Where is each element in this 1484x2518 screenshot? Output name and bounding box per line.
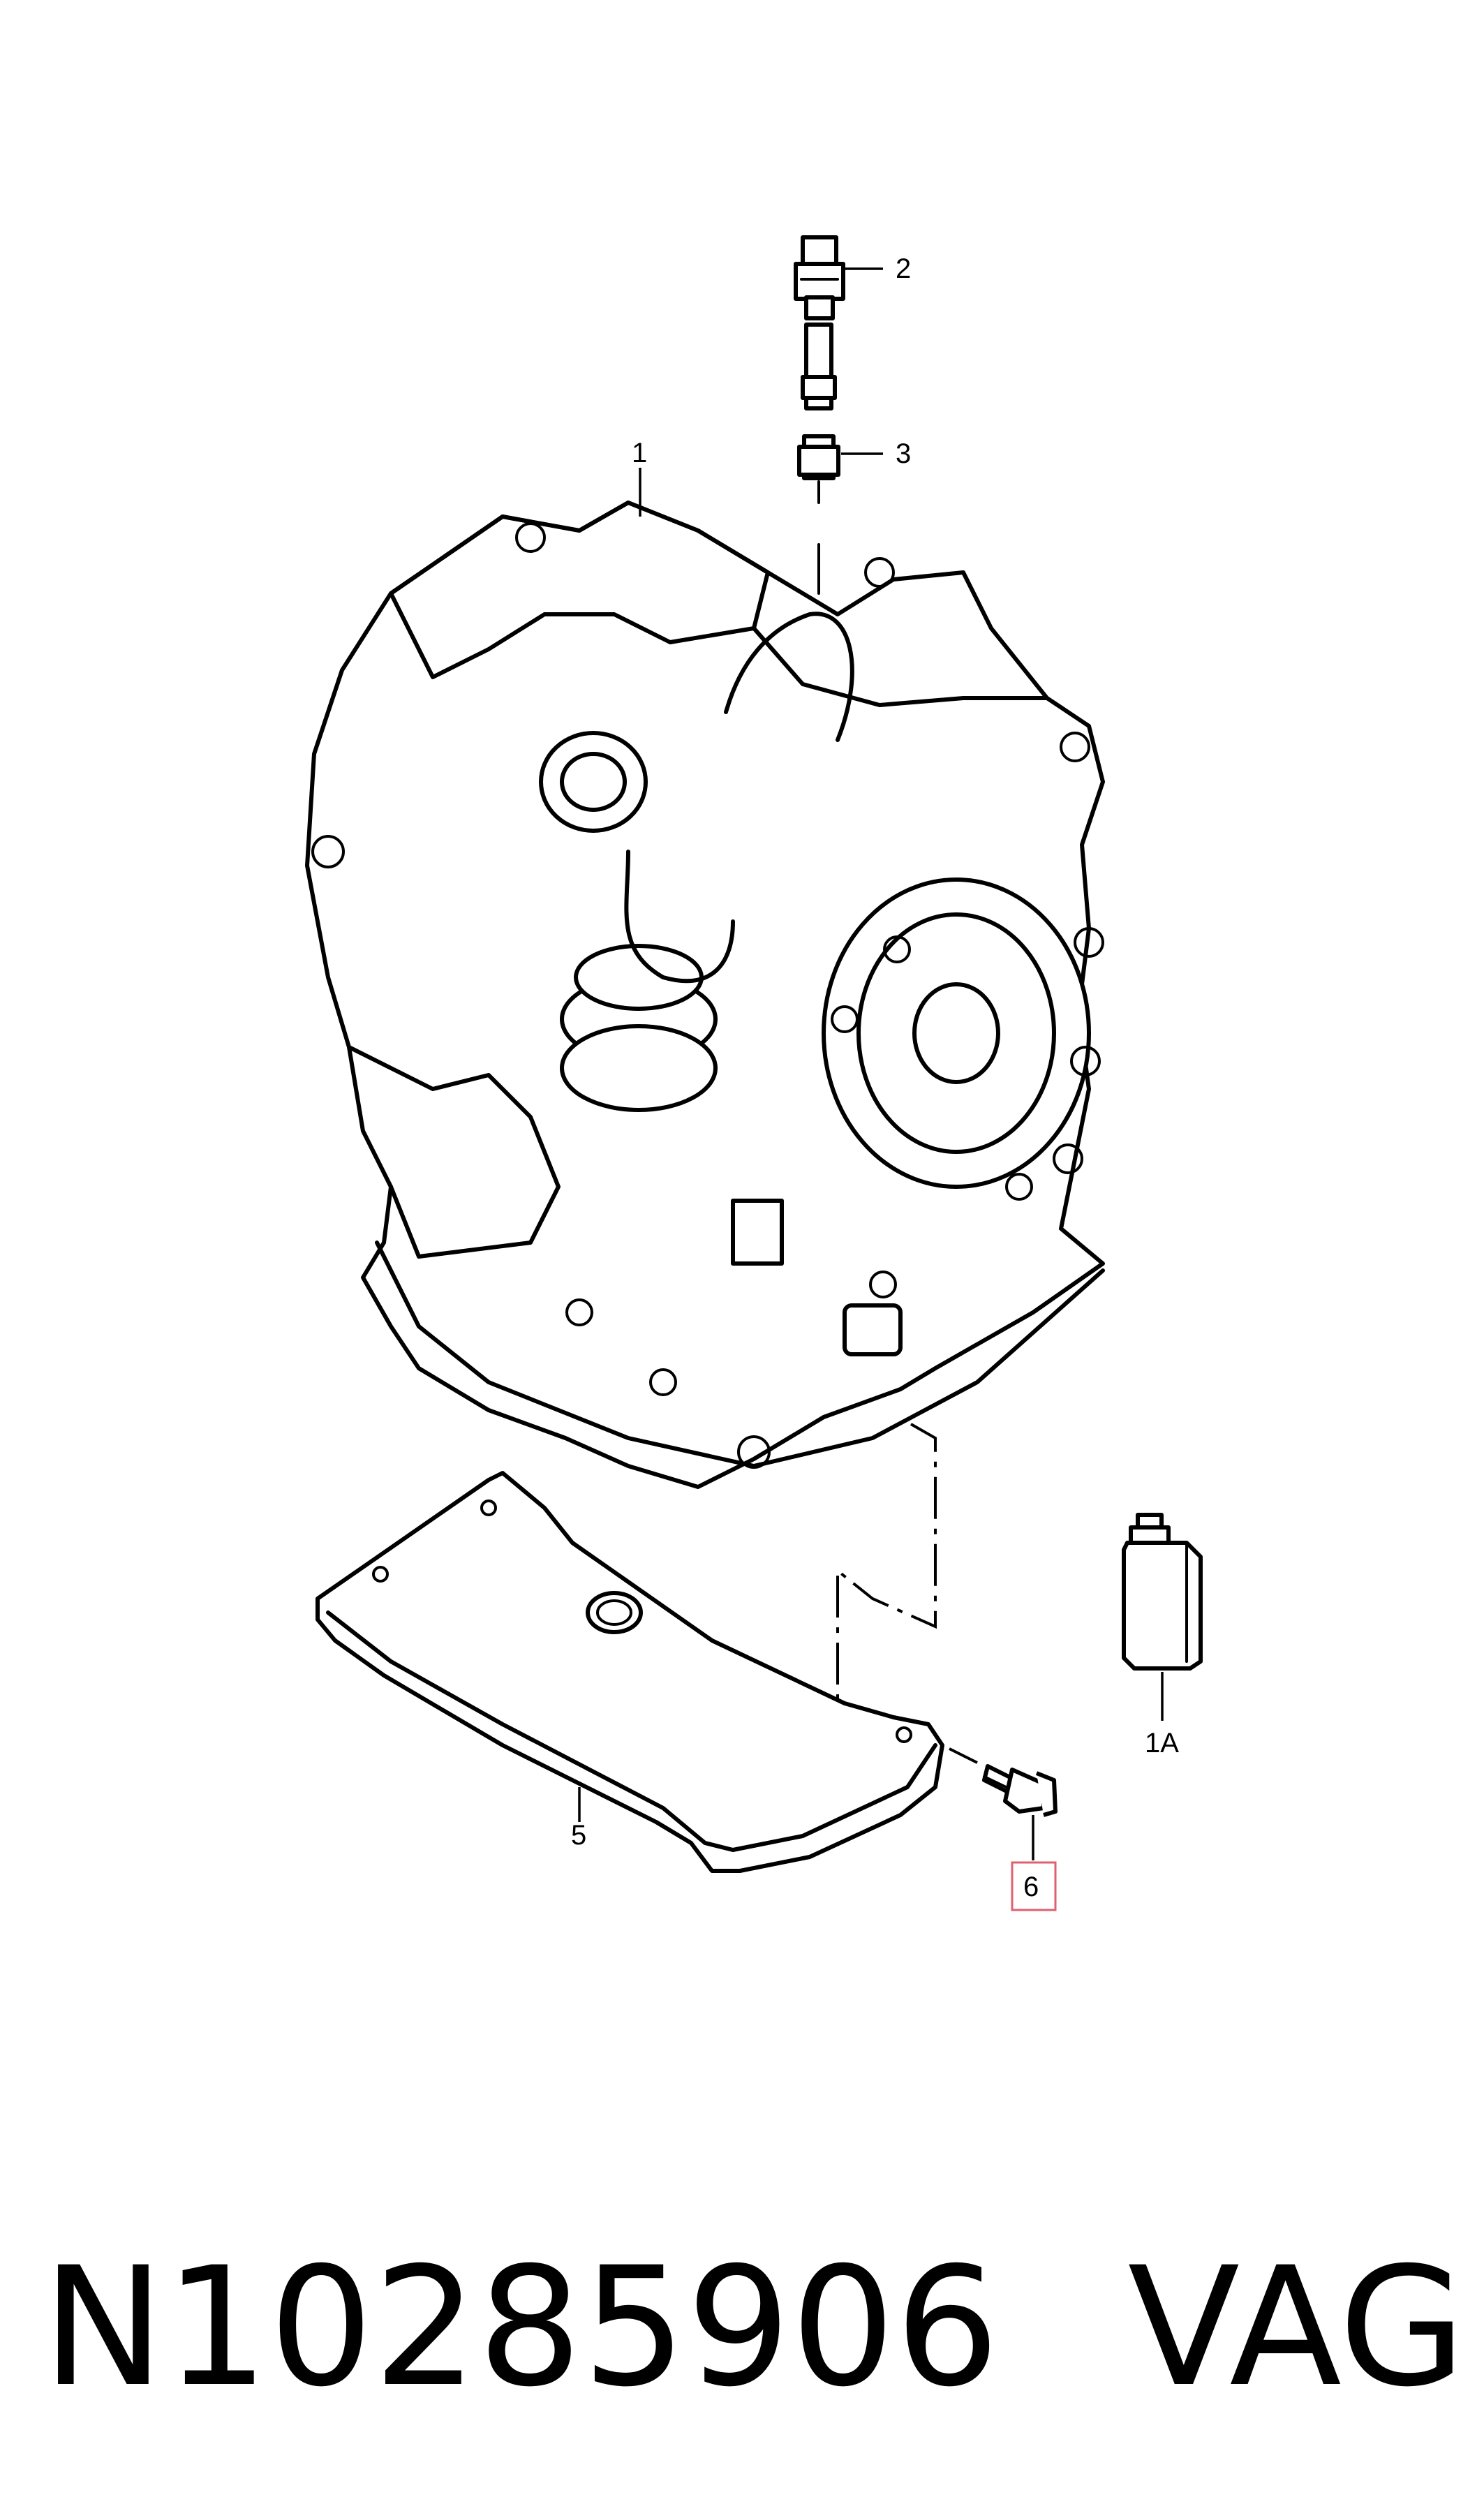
part-5-oil-pan — [316, 1471, 944, 1873]
part-6-bolt — [949, 1747, 1058, 1817]
callout-6: 6 — [1023, 1872, 1039, 1902]
callout-3: 3 — [896, 438, 911, 469]
callout-2: 2 — [896, 253, 911, 284]
part-1-transmission — [305, 501, 1105, 1489]
callout-5: 5 — [571, 1820, 586, 1851]
part-3-drive-gear — [797, 323, 840, 595]
footer: N10285906 VAG — [28, 2223, 1466, 2433]
part-2-sensor — [794, 235, 845, 320]
part-number: N10285906 — [42, 2232, 1000, 2423]
assembly-line — [836, 1423, 937, 1703]
brand-name: VAG — [1127, 2232, 1466, 2423]
part-1a-fluid-bottle — [1122, 1513, 1203, 1671]
callout-6-highlight-box — [1011, 1861, 1057, 1911]
callout-1: 1 — [632, 438, 647, 468]
callout-1a: 1A — [1145, 1728, 1179, 1758]
